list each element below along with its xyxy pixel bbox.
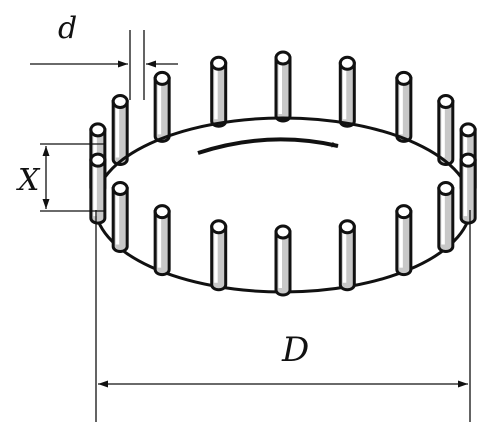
rotation-arrow — [197, 137, 339, 155]
pin-2 — [111, 94, 129, 166]
pin-8 — [437, 94, 455, 166]
pin-12 — [395, 204, 413, 277]
pin-diameter-dimension — [30, 30, 178, 100]
pin-3 — [153, 70, 171, 143]
back-pins — [89, 50, 477, 195]
pin-15 — [210, 219, 228, 292]
pin-height-dimension — [40, 143, 104, 212]
pin-16 — [153, 204, 171, 277]
pin-13 — [338, 219, 356, 292]
pin-10 — [459, 152, 477, 225]
pin-11 — [437, 181, 455, 253]
pin-diameter-label: d — [58, 11, 77, 46]
pin-4 — [210, 55, 228, 128]
pin-height-label: X — [16, 163, 41, 198]
pin-18 — [89, 152, 107, 225]
pin-17 — [111, 181, 129, 253]
pin-14 — [274, 224, 292, 297]
pin-6 — [338, 55, 356, 128]
pin-7 — [395, 70, 413, 143]
ring-diameter-label: D — [281, 330, 309, 370]
front-pins — [89, 152, 477, 297]
ring-diameter-dimension — [95, 210, 471, 422]
pin-5 — [274, 50, 292, 123]
